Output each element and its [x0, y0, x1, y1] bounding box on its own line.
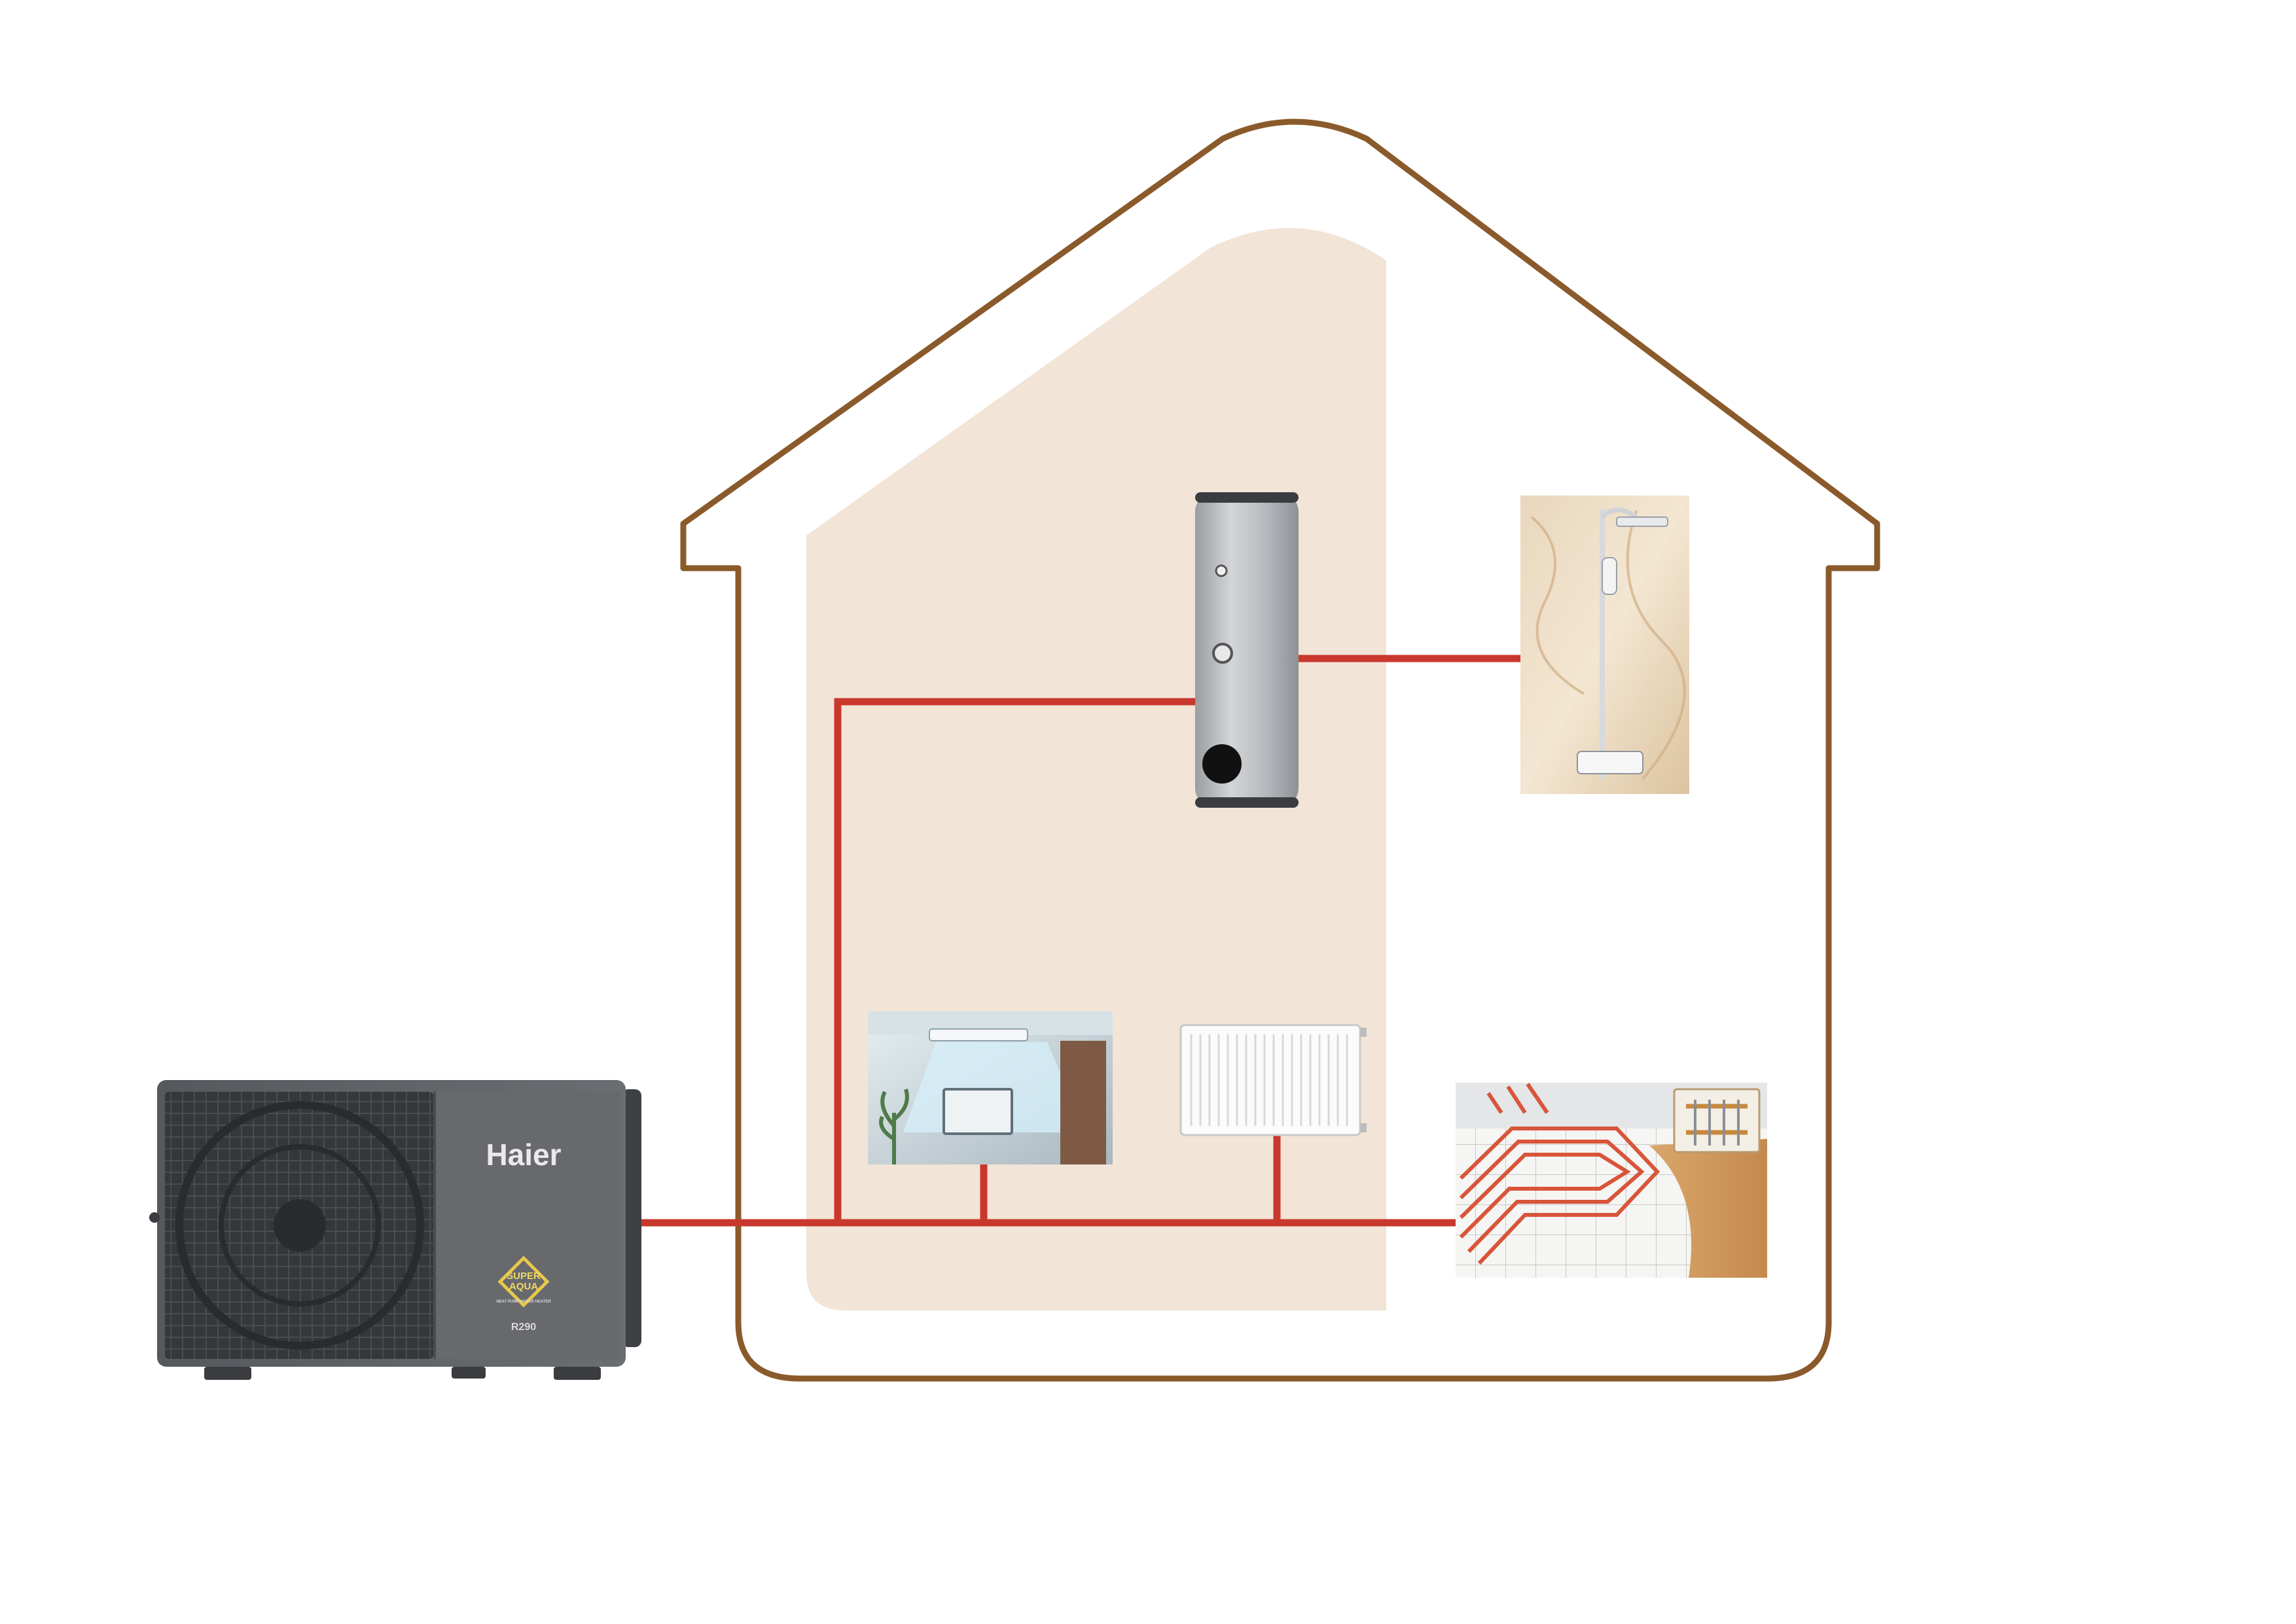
unit-foot-mid	[452, 1367, 486, 1379]
underfloor-manifold-icon	[1673, 1088, 1761, 1153]
fan-grille-icon	[175, 1101, 424, 1350]
tank-top-cap	[1195, 492, 1299, 503]
fan-coil-cassette-icon	[929, 1028, 1028, 1041]
shower-image	[1520, 496, 1689, 794]
unit-pipe-connector-icon	[149, 1212, 160, 1223]
badge-line-2: AQUA	[509, 1281, 538, 1292]
super-aqua-badge-icon: SUPER AQUA HEAT PUMP WATER HEATER	[496, 1255, 551, 1308]
tank-sensor-port-icon	[1215, 564, 1228, 577]
underfloor-heating-image	[1456, 1083, 1767, 1278]
fan-coil-door	[1060, 1041, 1106, 1164]
radiator-valve-bottom-icon	[1360, 1123, 1367, 1132]
underfloor-wood-floor	[1649, 1139, 1767, 1278]
badge-subtitle: HEAT PUMP WATER HEATER	[496, 1300, 551, 1304]
radiator-valve-top-icon	[1360, 1028, 1367, 1037]
pipe-network	[632, 655, 1526, 1227]
tank-supply-pipe	[834, 698, 1202, 1227]
unit-front-panel	[435, 1092, 620, 1359]
underfloor-pipe-loops-icon	[1459, 1083, 1660, 1265]
shower-head-icon	[1616, 516, 1668, 527]
radiator-panel	[1179, 1024, 1361, 1136]
fan-coil-tv-icon	[942, 1088, 1013, 1135]
fan-coil-image	[868, 1011, 1113, 1164]
shower-mixer-icon	[1577, 751, 1643, 774]
radiator-image	[1179, 1024, 1367, 1136]
house-outline	[680, 118, 1880, 1382]
unit-side-fin	[622, 1089, 641, 1347]
shower-rail	[1600, 509, 1605, 779]
unit-foot-left	[204, 1367, 251, 1380]
outdoor-heat-pump-unit: Haier SUPER AQUA HEAT PUMP WATER HEATER …	[149, 1080, 641, 1380]
radiator-fins	[1190, 1034, 1348, 1126]
hand-shower-icon	[1602, 557, 1617, 595]
tank-flange-icon	[1202, 744, 1242, 784]
refrigerant-label: R290	[511, 1322, 536, 1333]
tank-bottom-cap	[1195, 797, 1299, 808]
badge-line-1: SUPER	[507, 1271, 541, 1282]
unit-foot-right	[554, 1367, 601, 1380]
unit-brand-logo: Haier	[486, 1138, 561, 1172]
tank-inlet-port-icon	[1212, 643, 1233, 664]
fan-coil-plant-icon	[879, 1089, 909, 1164]
hot-water-tank	[1195, 492, 1299, 808]
shower-arm	[1600, 507, 1638, 519]
